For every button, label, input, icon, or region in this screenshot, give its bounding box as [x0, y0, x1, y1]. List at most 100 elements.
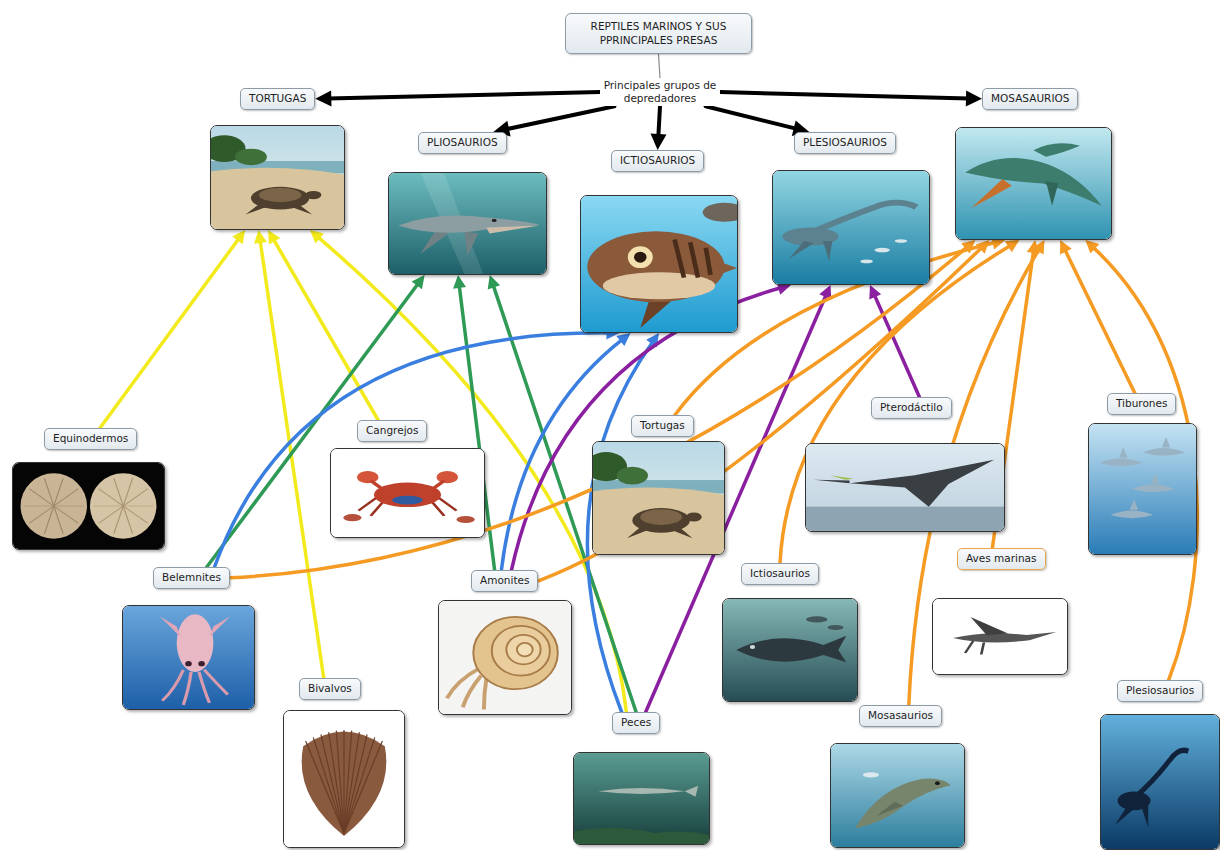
arrowhead: [651, 134, 667, 150]
connector-line: [273, 239, 378, 420]
illustration: [574, 753, 709, 844]
node-text: Principales grupos de depredadores: [602, 79, 718, 105]
illustration-frame: [122, 605, 255, 710]
arrowhead: [1005, 240, 1020, 252]
illustration-frame: [283, 710, 405, 848]
label-text: Tortugas: [640, 419, 685, 431]
label-text: Cangrejos: [366, 424, 418, 436]
arrowhead: [453, 275, 466, 289]
concept-label: MOSASAURIOS: [982, 88, 1078, 110]
illustration-frame: [722, 598, 858, 702]
connector: [869, 285, 919, 397]
concept-label: PLESIOSAURIOS: [794, 132, 896, 154]
concept-node: Belemnites: [122, 567, 255, 710]
illustration: [581, 196, 737, 332]
concept-node: Mosasaurios: [830, 705, 965, 848]
connector: [254, 230, 324, 678]
illustration-frame: [830, 743, 965, 848]
connector: [315, 90, 600, 106]
illustration: [331, 449, 484, 537]
arrowhead: [315, 90, 331, 106]
label-text: Tiburones: [1116, 397, 1167, 409]
connector-line: [260, 240, 324, 678]
concept-node: Peces: [573, 712, 710, 845]
illustration: [723, 599, 857, 701]
concept-label: Peces: [612, 712, 660, 734]
concept-label: Cangrejos: [357, 420, 427, 442]
label-text: Amonites: [480, 574, 529, 586]
label-text: Aves marinas: [966, 552, 1037, 564]
connector-line: [658, 106, 660, 137]
illustration-frame: [772, 170, 930, 285]
arrowhead: [254, 230, 267, 244]
connector-line: [328, 92, 600, 98]
concept-node: Amonites: [438, 570, 572, 715]
concept-node: Equinodermos: [12, 428, 165, 550]
label-text: Plesiosaurios: [1126, 684, 1194, 696]
illustration: [956, 128, 1111, 239]
concept-node: Tortugas: [592, 415, 725, 555]
illustration: [13, 463, 164, 549]
label-text: Belemnites: [162, 571, 221, 583]
illustration: [1101, 715, 1219, 849]
concept-label: Tortugas: [631, 415, 694, 437]
connector-line: [100, 238, 239, 428]
connector-line: [720, 92, 969, 98]
connector-line: [780, 245, 1011, 563]
concept-label: Tiburones: [1107, 393, 1176, 415]
connector: [100, 230, 245, 428]
illustration: [806, 444, 1004, 531]
connector-line: [1065, 249, 1135, 393]
connector: [780, 240, 1019, 563]
illustration-frame: [12, 462, 165, 550]
arrowhead: [310, 230, 324, 243]
illustration-frame: [805, 443, 1005, 532]
illustration-frame: [330, 448, 485, 538]
arrowhead: [966, 90, 982, 106]
illustration-frame: [210, 125, 345, 230]
label-text: Bivalvos: [308, 682, 352, 694]
arrowhead: [412, 275, 425, 289]
illustration-frame: [592, 441, 725, 555]
connector-line: [706, 106, 797, 129]
illustration: [389, 173, 546, 274]
concept-node: ICTIOSAURIOS: [580, 150, 738, 333]
connector-line: [506, 106, 615, 129]
illustration-frame: [955, 127, 1112, 240]
arrowhead: [268, 230, 280, 245]
concept-node: TORTUGAS: [210, 88, 345, 230]
linking-phrase: Principales grupos de depredadores: [600, 78, 720, 106]
connector: [1085, 240, 1197, 680]
arrowhead: [616, 333, 630, 346]
label-text: PLIOSAURIOS: [427, 136, 498, 148]
illustration: [773, 171, 929, 284]
concept-node: Aves marinas: [932, 548, 1068, 675]
connector-line: [215, 333, 610, 567]
concept-node: Pterodáctilo: [805, 397, 1005, 532]
label-text: ICTIOSAURIOS: [620, 154, 695, 166]
label-text: MOSASAURIOS: [991, 92, 1069, 104]
concept-label: PLIOSAURIOS: [418, 132, 507, 154]
illustration: [933, 599, 1067, 674]
connector-line: [659, 54, 661, 78]
arrowhead: [1032, 240, 1044, 255]
label-text: Peces: [621, 716, 651, 728]
illustration: [439, 601, 571, 714]
concept-node: Ictiosaurios: [722, 563, 858, 702]
concept-label: Amonites: [471, 570, 538, 592]
concept-label: ICTIOSAURIOS: [611, 150, 704, 172]
illustration-frame: [580, 195, 738, 333]
concept-label: Ictiosaurios: [741, 563, 819, 585]
concept-node: Tiburones: [1088, 393, 1197, 555]
node-text: REPTILES MARINOS Y SUS PPRINCIPALES PRES…: [574, 20, 743, 47]
connector: [493, 106, 614, 136]
illustration-frame: [932, 598, 1068, 675]
connector: [1060, 240, 1135, 393]
concept-node: PLESIOSAURIOS: [772, 132, 930, 285]
illustration-frame: [1088, 423, 1197, 555]
connector: [706, 106, 810, 136]
arrowhead: [488, 275, 500, 289]
connector: [268, 230, 378, 420]
concept-label: Equinodermos: [44, 428, 137, 450]
